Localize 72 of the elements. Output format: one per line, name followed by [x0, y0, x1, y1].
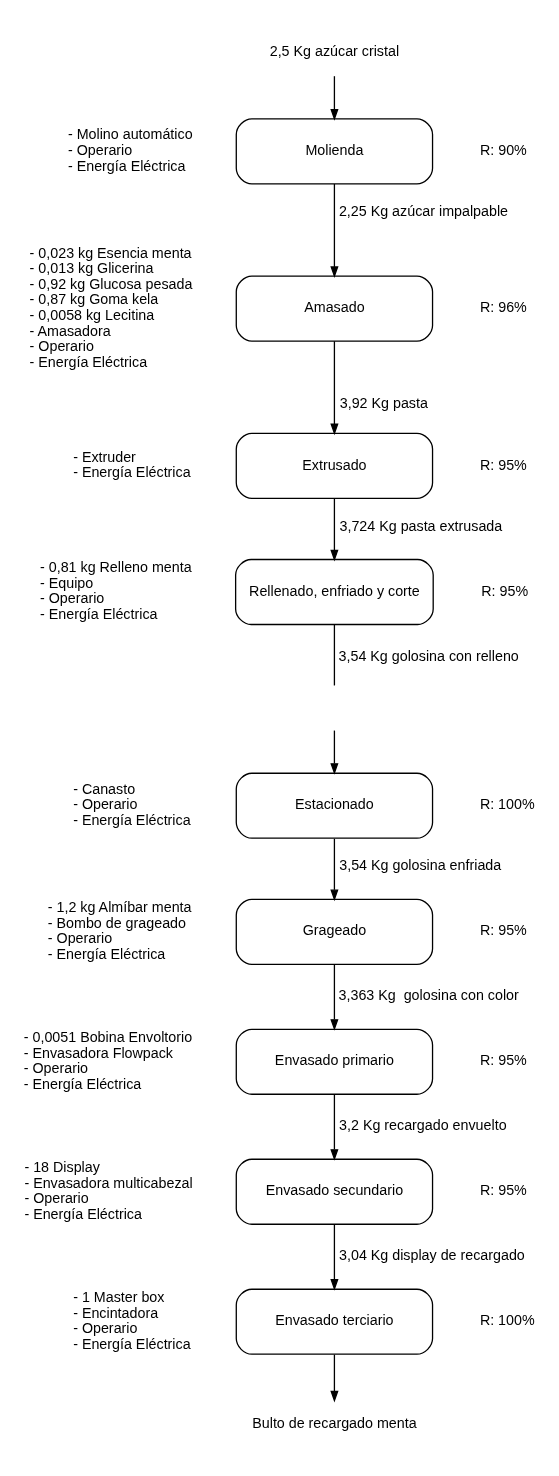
arrow [330, 75, 339, 121]
node-box: Envasado terciario [235, 1288, 434, 1355]
arrow [330, 837, 339, 901]
arrow [330, 1223, 339, 1291]
node-label: R: 100% [479, 795, 535, 812]
node-label: - Energía Eléctrica [24, 1205, 142, 1222]
connector [333, 623, 336, 686]
node-label: - Operario [24, 1189, 89, 1206]
node-box: Envasado primario [235, 1028, 434, 1095]
node-box: Molienda [235, 117, 434, 184]
edge-label: 3,2 Kg recargado envuelto [339, 1116, 507, 1133]
node-box: Rellenado, enfriado y corte [235, 558, 434, 625]
node-label: - 1 Master box [73, 1288, 165, 1305]
node-label: R: 95% [479, 1181, 527, 1198]
node-label: R: 95% [479, 456, 527, 473]
node-label: - 1,2 kg Almíbar menta [47, 898, 192, 915]
edge-label: 3,92 Kg pasta [339, 394, 428, 411]
edge-label: 3,54 Kg golosina enfriada [339, 856, 502, 873]
node-label: - Envasadora Flowpack [23, 1044, 174, 1061]
node-label: - 0,0051 Bobina Envoltorio [23, 1028, 193, 1045]
node-box: Envasado secundario [235, 1158, 434, 1225]
node-text: Bulto de recargado menta [252, 1414, 417, 1431]
node-label: - Operario [73, 1319, 138, 1336]
node-label: - Energía Eléctrica [73, 463, 191, 480]
arrow [330, 729, 339, 775]
node-label: - 0,81 kg Relleno menta [40, 558, 192, 575]
node-label: R: 95% [479, 921, 527, 938]
edge-label: 3,54 Kg golosina con relleno [338, 647, 519, 664]
node-label: - Amasadora [29, 322, 111, 339]
node-label: - Operario [47, 929, 113, 946]
edge-label: 3,363 Kg golosina con color [338, 986, 519, 1003]
edge-label: 2,25 Kg azúcar impalpable [338, 202, 509, 219]
node-label: R: 95% [479, 1051, 527, 1068]
node-label: - 0,023 kg Esencia menta [29, 244, 192, 261]
node-label: R: 95% [481, 582, 529, 599]
arrow [330, 182, 339, 278]
node-label: - 0,0058 kg Lecitina [29, 306, 155, 323]
node-label: - Bombo de grageado [47, 914, 186, 931]
arrow [330, 497, 339, 561]
arrow [330, 963, 339, 1031]
node-label: - Envasadora multicabezal [24, 1174, 193, 1191]
node-label: - Energía Eléctrica [67, 157, 186, 174]
node-label: R: 100% [479, 1311, 535, 1328]
node-label: - Canasto [73, 780, 136, 797]
node-label: - Operario [23, 1059, 89, 1076]
node-label: - Energía Eléctrica [73, 1335, 191, 1352]
arrow [330, 340, 339, 435]
edge-label: 3,04 Kg display de recargado [339, 1246, 525, 1263]
node-label: - 0,92 kg Glucosa pesada [29, 275, 193, 292]
node-box: Amasado [235, 275, 434, 342]
node-box: Estacionado [235, 772, 434, 839]
node-label: - Operario [73, 795, 138, 812]
node-label: - Molino automático [67, 125, 193, 142]
node-text: 2,5 Kg azúcar cristal [269, 42, 400, 59]
node-label: - Energía Eléctrica [73, 811, 191, 828]
arrow [330, 1093, 339, 1161]
node-label: - Energía Eléctrica [47, 945, 166, 962]
node-label: R: 96% [479, 298, 527, 315]
node-label: - Energía Eléctrica [23, 1075, 142, 1092]
node-label: - Energía Eléctrica [40, 605, 158, 622]
node-label: - Operario [29, 337, 94, 354]
node-label: - Equipo [40, 574, 94, 591]
node-box: Extrusado [235, 432, 434, 499]
node-label: - Energía Eléctrica [29, 353, 148, 370]
node-label: - 18 Display [24, 1158, 100, 1175]
edge-label: 3,724 Kg pasta extrusada [339, 517, 503, 534]
arrow [330, 1353, 339, 1402]
node-label: R: 90% [479, 141, 527, 158]
node-label: - Extruder [73, 448, 136, 465]
node-box: Grageado [235, 898, 434, 965]
node-label: - Operario [67, 141, 133, 158]
node-label: - Encintadora [73, 1304, 159, 1321]
